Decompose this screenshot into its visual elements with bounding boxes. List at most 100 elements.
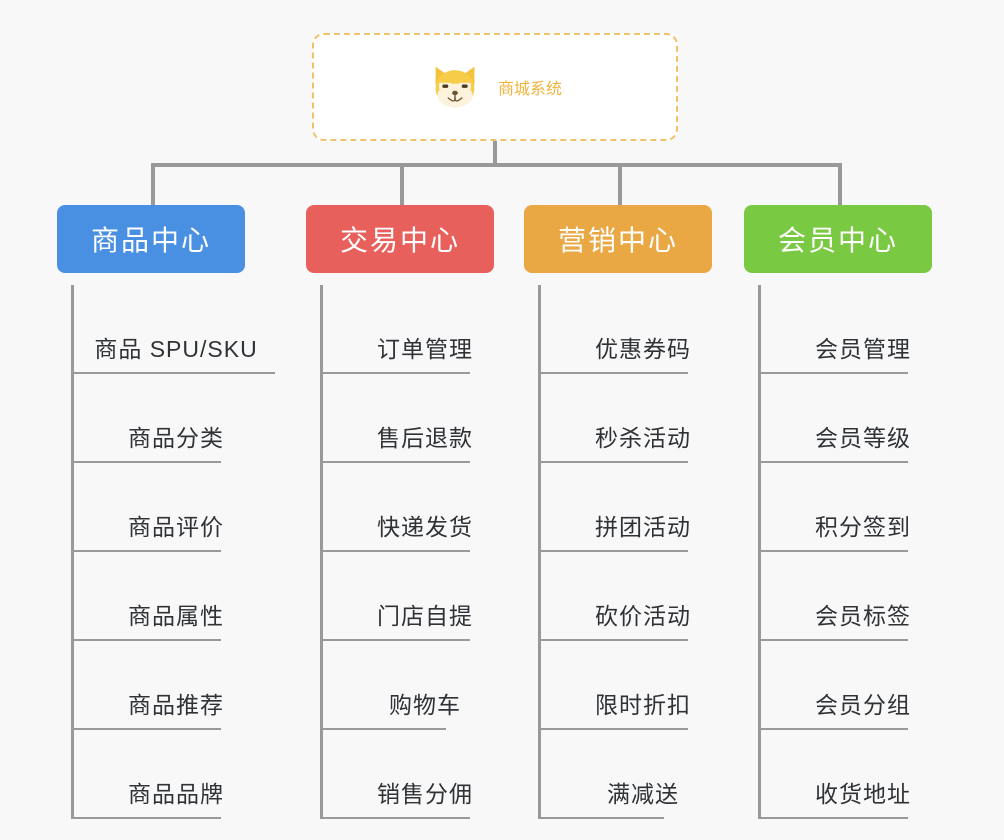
- leaf-item[interactable]: 满减送: [538, 730, 748, 819]
- leaf-trunk-line: [320, 285, 323, 819]
- shiba-dog-icon: [435, 66, 475, 109]
- leaf-item-underline: [538, 461, 688, 463]
- leaf-item[interactable]: 订单管理: [320, 285, 530, 374]
- leaf-item[interactable]: 售后退款: [320, 374, 530, 463]
- leaf-item-label: 快递发货: [377, 514, 473, 540]
- leaf-item-label: 收货地址: [815, 781, 911, 807]
- leaf-item-underline: [538, 817, 664, 819]
- leaf-item[interactable]: 收货地址: [758, 730, 968, 819]
- leaf-item-label: 门店自提: [377, 603, 473, 629]
- leaf-item[interactable]: 秒杀活动: [538, 374, 748, 463]
- leaf-item-underline: [320, 372, 470, 374]
- leaf-item-label: 商品分类: [128, 425, 224, 451]
- leaf-item-label: 会员分组: [815, 692, 911, 718]
- leaf-item-label: 会员等级: [815, 425, 911, 451]
- leaf-item-underline: [758, 461, 908, 463]
- leaf-item[interactable]: 会员分组: [758, 641, 968, 730]
- leaf-item[interactable]: 商品分类: [71, 374, 281, 463]
- leaf-item-underline: [320, 728, 446, 730]
- leaf-item-underline: [71, 639, 221, 641]
- leaf-item-underline: [71, 728, 221, 730]
- leaf-item-label: 销售分佣: [377, 781, 473, 807]
- leaf-item-underline: [71, 550, 221, 552]
- leaf-item[interactable]: 拼团活动: [538, 463, 748, 552]
- connector-root-drop: [493, 141, 497, 166]
- leaf-trunk-line: [71, 285, 74, 819]
- connector-drop-trade-center: [400, 163, 404, 207]
- leaf-item[interactable]: 商品 SPU/SKU: [71, 285, 281, 374]
- leaf-item-label: 订单管理: [377, 336, 473, 362]
- leaf-items-marketing-center: 优惠券码秒杀活动拼团活动砍价活动限时折扣满减送: [538, 285, 748, 819]
- category-label: 营销中心: [557, 225, 678, 256]
- leaf-item-underline: [758, 728, 908, 730]
- leaf-item-label: 满减送: [607, 781, 679, 807]
- leaf-item-underline: [320, 461, 470, 463]
- leaf-column-product-center: 商品 SPU/SKU 商品分类商品评价商品属性商品推荐商品品牌: [71, 285, 281, 819]
- leaf-item-label: 售后退款: [377, 425, 473, 451]
- category-label: 商品中心: [90, 225, 211, 256]
- category-label: 会员中心: [777, 225, 898, 256]
- leaf-item-label: 商品 SPU/SKU: [94, 336, 258, 362]
- leaf-item[interactable]: 会员标签: [758, 552, 968, 641]
- leaf-item[interactable]: 商品评价: [71, 463, 281, 552]
- leaf-item-underline: [320, 550, 470, 552]
- leaf-items-trade-center: 订单管理售后退款快递发货门店自提购物车销售分佣: [320, 285, 530, 819]
- leaf-item[interactable]: 门店自提: [320, 552, 530, 641]
- category-header-member-center[interactable]: 会员中心: [744, 205, 932, 273]
- leaf-item[interactable]: 砍价活动: [538, 552, 748, 641]
- leaf-column-marketing-center: 优惠券码秒杀活动拼团活动砍价活动限时折扣满减送: [538, 285, 748, 819]
- connector-drop-marketing-center: [618, 163, 622, 207]
- leaf-item-label: 商品推荐: [128, 692, 224, 718]
- leaf-item-label: 限时折扣: [595, 692, 691, 718]
- leaf-item-label: 优惠券码: [595, 336, 691, 362]
- leaf-item-underline: [538, 550, 688, 552]
- leaf-items-member-center: 会员管理会员等级积分签到会员标签会员分组收货地址: [758, 285, 968, 819]
- leaf-trunk-line: [758, 285, 761, 819]
- category-header-marketing-center[interactable]: 营销中心: [524, 205, 712, 273]
- leaf-items-product-center: 商品 SPU/SKU 商品分类商品评价商品属性商品推荐商品品牌: [71, 285, 281, 819]
- leaf-item[interactable]: 商品推荐: [71, 641, 281, 730]
- leaf-item[interactable]: 积分签到: [758, 463, 968, 552]
- connector-drop-member-center: [838, 163, 842, 207]
- leaf-item-label: 秒杀活动: [595, 425, 691, 451]
- category-header-product-center[interactable]: 商品中心: [57, 205, 245, 273]
- leaf-item-label: 商品评价: [128, 514, 224, 540]
- leaf-item-underline: [71, 461, 221, 463]
- leaf-trunk-line: [538, 285, 541, 819]
- category-header-trade-center[interactable]: 交易中心: [306, 205, 494, 273]
- leaf-item-underline: [758, 550, 908, 552]
- leaf-item-label: 砍价活动: [595, 603, 691, 629]
- leaf-item-underline: [71, 817, 221, 819]
- leaf-item-underline: [758, 372, 908, 374]
- leaf-item-label: 会员管理: [815, 336, 911, 362]
- leaf-item[interactable]: 会员管理: [758, 285, 968, 374]
- leaf-item[interactable]: 会员等级: [758, 374, 968, 463]
- connector-drop-product-center: [151, 163, 155, 207]
- category-label: 交易中心: [339, 225, 460, 256]
- connector-horizontal-bus: [151, 163, 842, 167]
- leaf-column-member-center: 会员管理会员等级积分签到会员标签会员分组收货地址: [758, 285, 968, 819]
- leaf-item-label: 积分签到: [815, 514, 911, 540]
- root-title-label: 商城系统: [497, 81, 562, 98]
- leaf-item-underline: [320, 817, 470, 819]
- leaf-item-underline: [538, 639, 688, 641]
- leaf-item-underline: [758, 817, 908, 819]
- leaf-item-underline: [538, 372, 688, 374]
- root-node-mall-system[interactable]: 商城系统: [312, 33, 678, 141]
- leaf-item[interactable]: 限时折扣: [538, 641, 748, 730]
- leaf-item[interactable]: 商品品牌: [71, 730, 281, 819]
- leaf-column-trade-center: 订单管理售后退款快递发货门店自提购物车销售分佣: [320, 285, 530, 819]
- leaf-item[interactable]: 购物车: [320, 641, 530, 730]
- leaf-item-label: 商品品牌: [128, 781, 224, 807]
- leaf-item-label: 商品属性: [128, 603, 224, 629]
- leaf-item-underline: [758, 639, 908, 641]
- leaf-item[interactable]: 销售分佣: [320, 730, 530, 819]
- leaf-item[interactable]: 商品属性: [71, 552, 281, 641]
- leaf-item-underline: [538, 728, 688, 730]
- leaf-item[interactable]: 优惠券码: [538, 285, 748, 374]
- leaf-item-label: 拼团活动: [595, 514, 691, 540]
- leaf-item[interactable]: 快递发货: [320, 463, 530, 552]
- leaf-item-label: 会员标签: [815, 603, 911, 629]
- leaf-item-underline: [71, 372, 275, 374]
